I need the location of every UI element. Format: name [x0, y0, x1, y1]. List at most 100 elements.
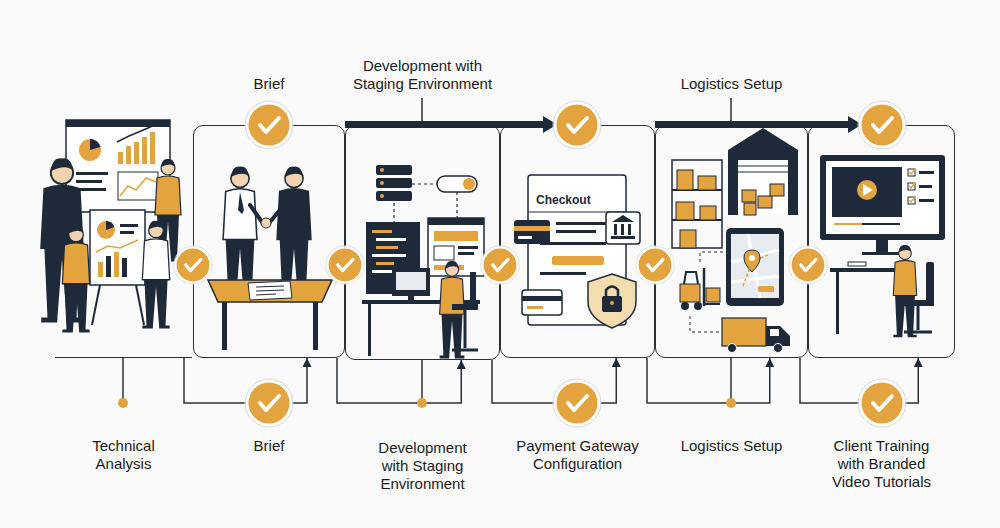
- payment-illustration: [606, 287, 618, 297]
- analysis-illustration: [76, 172, 108, 175]
- development-illustration: [434, 246, 454, 260]
- analysis-illustration: [142, 137, 147, 164]
- development-illustration: [428, 218, 484, 276]
- logistics-illustration: [738, 160, 788, 215]
- payment-illustration: [540, 242, 606, 245]
- development-illustration: [366, 222, 420, 294]
- payment-illustration: [628, 224, 631, 235]
- analysis-illustration: [118, 172, 158, 200]
- payment-illustration: [528, 212, 626, 213]
- check-badge: [174, 246, 212, 284]
- training-illustration: [863, 184, 873, 196]
- training-illustration: [908, 197, 915, 204]
- logistics-illustration: [700, 206, 716, 220]
- step-panel: BriefBrief: [193, 125, 345, 358]
- development-illustration: [380, 168, 384, 172]
- check-badge: [858, 379, 906, 427]
- leader-dot: [421, 360, 423, 398]
- analysis-illustration: [122, 258, 127, 277]
- development-illustration: [463, 178, 475, 190]
- payment-illustration: [518, 236, 532, 239]
- payment-illustration: [552, 256, 604, 265]
- analysis-illustration: [150, 132, 155, 164]
- brief-illustration: [261, 218, 271, 228]
- training-illustration: [919, 171, 934, 174]
- logistics-illustration: [758, 286, 774, 292]
- training-illustration: [908, 169, 915, 176]
- development-illustration: [376, 246, 398, 249]
- analysis-illustration: [96, 240, 138, 252]
- development-illustration: [458, 246, 478, 249]
- check-badge: [636, 246, 674, 284]
- check-badge: [326, 246, 364, 284]
- analysis-illustration: [126, 146, 131, 164]
- check-badge: [789, 246, 827, 284]
- brief-illustration: [256, 286, 284, 287]
- development-illustration: [440, 261, 465, 357]
- brief-illustration: [248, 281, 292, 300]
- step-label: Brief: [209, 437, 329, 455]
- leader-dot: [730, 358, 732, 398]
- development-illustration: [376, 178, 412, 188]
- logistics-illustration: [703, 268, 706, 306]
- training-illustration: [848, 262, 866, 266]
- training-illustration: [902, 300, 934, 306]
- training-illustration: [919, 185, 932, 188]
- step-label: Logistics Setup: [662, 75, 802, 93]
- check-badge: [174, 101, 906, 427]
- logistics-illustration: [681, 302, 689, 310]
- logistics-illustration: [704, 303, 720, 305]
- analysis-illustration: [120, 231, 134, 234]
- logistics-illustration: [722, 318, 766, 346]
- flow-arrow: [492, 358, 616, 403]
- leader-dot: [118, 358, 736, 408]
- payment-illustration: [621, 224, 624, 235]
- logistics-illustration: [672, 160, 722, 248]
- brief-illustration: [250, 205, 284, 222]
- brief-illustration: [256, 290, 284, 291]
- payment-illustration: [527, 306, 543, 309]
- timeline-bar: [848, 116, 862, 133]
- analysis-illustration: [117, 124, 157, 142]
- logistics-illustration: [726, 228, 784, 306]
- logistics-illustration: [738, 166, 788, 167]
- flow-arrow: [337, 358, 461, 403]
- development-illustration: [393, 203, 394, 222]
- check-badge: [553, 379, 601, 427]
- leader-dot: [122, 358, 124, 398]
- analysis-illustration: [136, 285, 144, 325]
- leader-dot: [726, 398, 736, 408]
- analysis-illustration: [92, 285, 100, 325]
- step-label: Brief: [209, 75, 329, 93]
- brief-illustration: [222, 302, 227, 350]
- logistics-illustration: [758, 196, 772, 208]
- check-badge: [553, 101, 601, 149]
- step-panel: Payment Gateway Configuration: [500, 125, 655, 358]
- development-illustration: [464, 310, 467, 348]
- logistics-illustration: [680, 230, 696, 248]
- step-panel: Technical Analysis: [55, 110, 192, 358]
- analysis-illustration: [155, 159, 181, 260]
- logistics-illustration: [743, 254, 770, 286]
- training-illustration: [836, 272, 839, 334]
- logistics-illustration: [690, 316, 722, 332]
- brief-illustration: [238, 192, 244, 214]
- timeline-bar: [421, 98, 423, 121]
- payment-illustration: [610, 301, 614, 305]
- logistics-illustration: [698, 176, 716, 190]
- training-illustration: [919, 199, 934, 202]
- step-panel: Logistics SetupLogistics Setup: [655, 125, 808, 358]
- payment-illustration: [611, 236, 635, 239]
- logistics-illustration: [680, 284, 700, 302]
- analysis-illustration: [41, 120, 181, 331]
- development-illustration: [437, 176, 477, 192]
- logistics-illustration: [677, 170, 693, 190]
- training-illustration: [909, 169, 915, 202]
- development-illustration: [376, 262, 394, 265]
- leader-dot: [118, 398, 128, 408]
- development-illustration: [362, 300, 480, 304]
